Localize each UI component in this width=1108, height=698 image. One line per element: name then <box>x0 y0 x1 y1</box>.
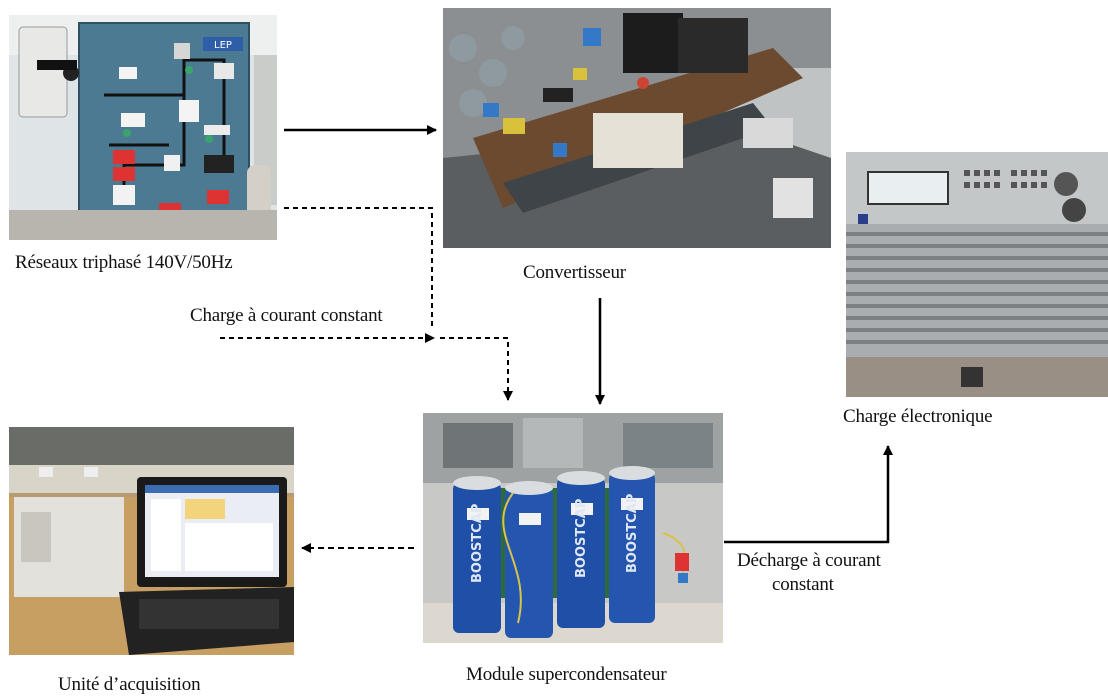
electrical-panel-photo-icon: LEP <box>9 15 277 240</box>
acquisition-caption: Unité d’acquisition <box>58 674 201 695</box>
discharge-label-line2: constant <box>772 574 834 595</box>
electronic-load-photo <box>846 152 1108 397</box>
discharge-label-line1: Décharge à courant <box>737 550 881 571</box>
grid-photo: LEP <box>9 15 277 240</box>
supercap-caption: Module supercondensateur <box>466 664 667 685</box>
supercapacitor-module-photo-icon: BOOSTCAP BOOSTCAP BOOSTCAP <box>423 413 723 643</box>
acquisition-photo <box>9 427 294 655</box>
grid-caption: Réseaux triphasé 140V/50Hz <box>15 252 233 273</box>
converter-caption: Convertisseur <box>523 262 626 283</box>
charge-dashed-arrow-out <box>440 337 513 401</box>
laptop-acquisition-photo-icon <box>9 427 294 655</box>
panel-badge: LEP <box>214 40 232 51</box>
supercap-module-photo: BOOSTCAP BOOSTCAP BOOSTCAP <box>423 413 723 643</box>
capacitor-brand-text-2: BOOSTCAP <box>574 499 589 578</box>
electronic-load-caption: Charge électronique <box>843 406 993 427</box>
electronic-load-photo-icon <box>846 152 1108 397</box>
supercap-to-load-arrow <box>724 445 893 544</box>
capacitor-brand-text: BOOSTCAP <box>470 504 485 583</box>
charge-label: Charge à courant constant <box>190 305 383 326</box>
converter-photo <box>443 8 831 248</box>
capacitor-brand-text-3: BOOSTCAP <box>625 494 640 573</box>
power-converter-board-photo-icon <box>443 8 831 248</box>
